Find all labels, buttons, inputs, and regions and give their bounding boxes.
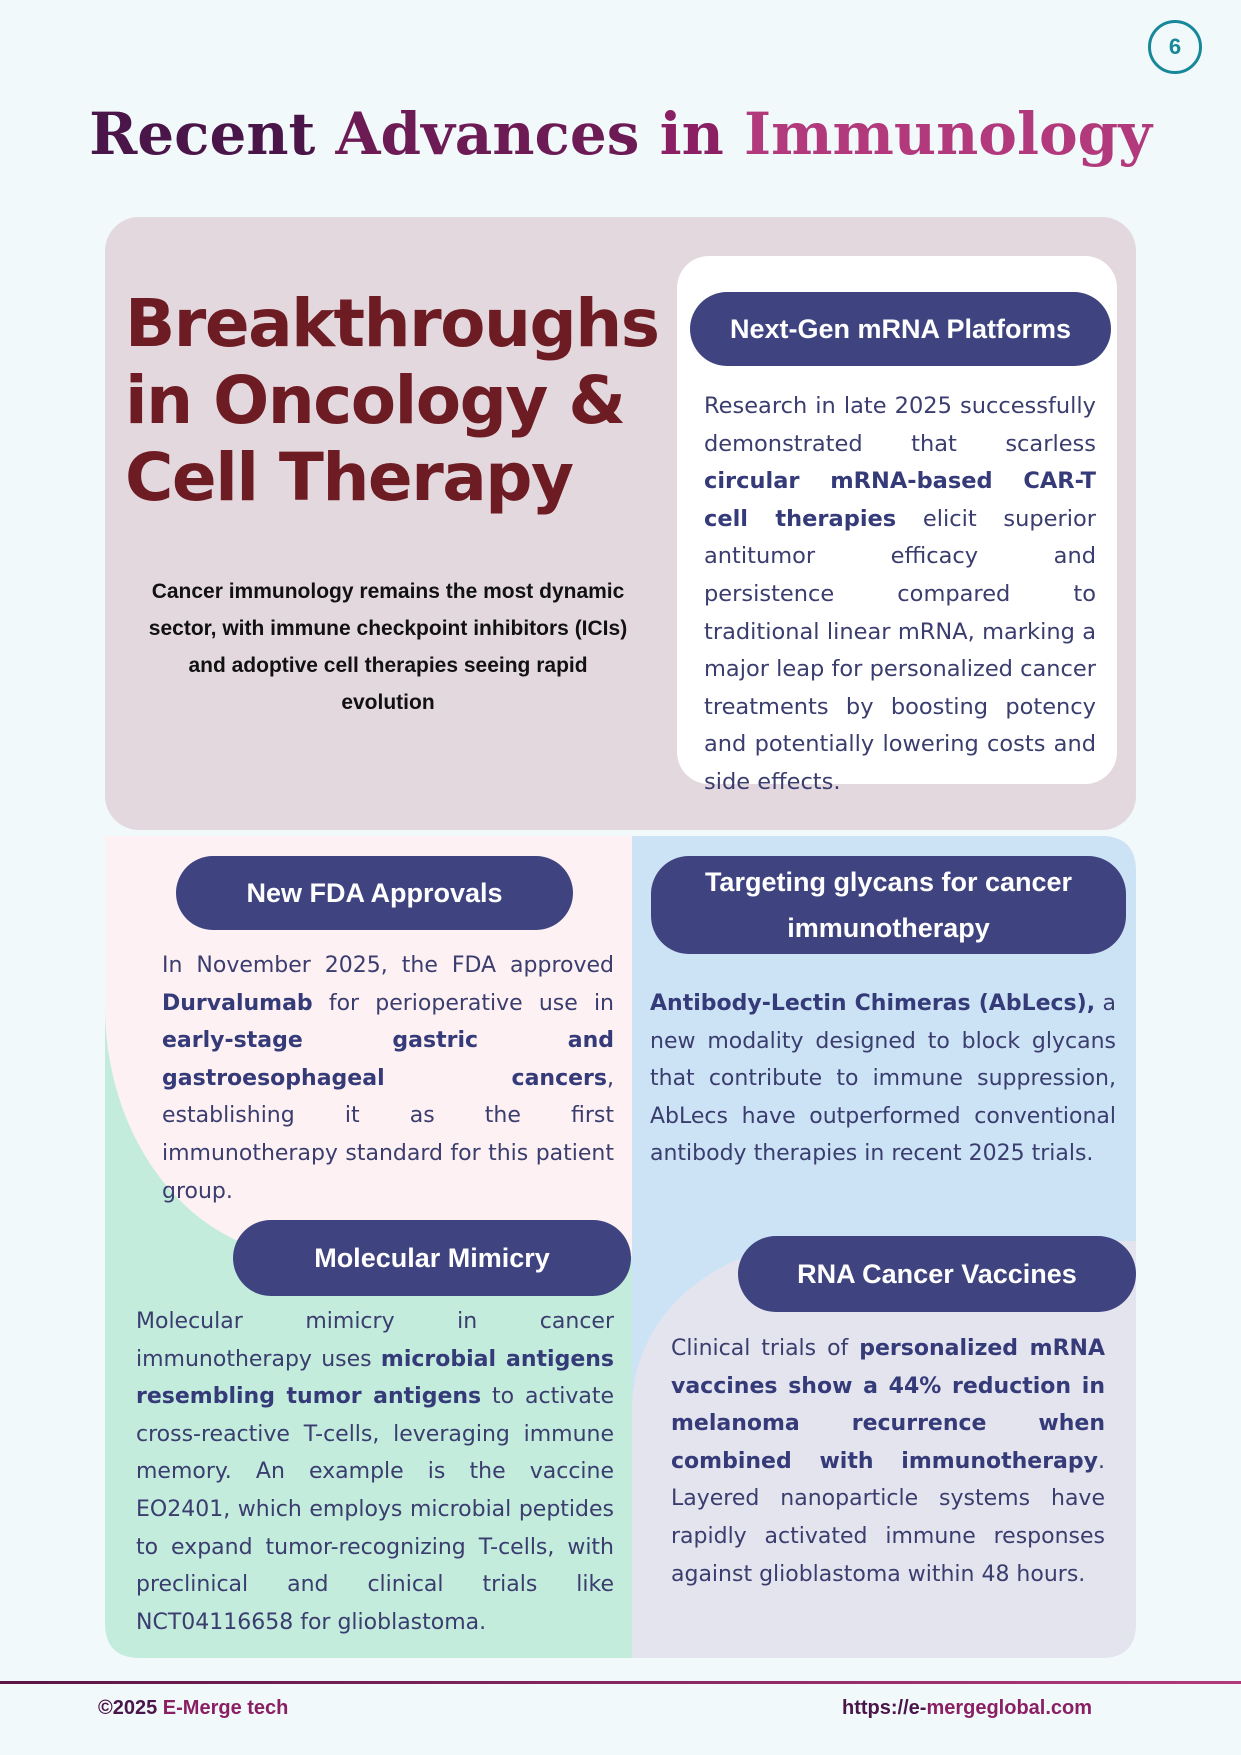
hero-heading-line-1: Breakthroughs bbox=[125, 285, 660, 362]
footer-divider bbox=[0, 1681, 1241, 1684]
fda-indication: early-stage gastric and gastroesophageal… bbox=[162, 1028, 614, 1091]
footer-copyright: ©2025 E-Merge tech bbox=[98, 1697, 288, 1720]
mrna-heading: Next-Gen mRNA Platforms bbox=[690, 292, 1111, 366]
fda-drug-name: Durvalumab bbox=[162, 990, 313, 1016]
title-word-recent: Recent bbox=[89, 100, 316, 168]
page-title: Recent Advances in Immunology bbox=[0, 100, 1241, 170]
mrna-text-part-1: Research in late 2025 successfully demon… bbox=[704, 393, 1096, 457]
glycans-highlight: Antibody-Lectin Chimeras (AbLecs), bbox=[650, 991, 1096, 1016]
hero-heading: Breakthroughs in Oncology & Cell Therapy bbox=[125, 285, 665, 516]
copyright-brand: E-Merge tech bbox=[157, 1697, 289, 1719]
fda-text-part-3: , establishing it as the first immunothe… bbox=[162, 1065, 614, 1204]
glycans-text: Antibody-Lectin Chimeras (AbLecs), a new… bbox=[650, 985, 1116, 1173]
vaccines-text: Clinical trials of personalized mRNA vac… bbox=[671, 1330, 1105, 1593]
pink-panel bbox=[105, 836, 632, 1256]
mrna-text-highlight: circular mRNA-based CAR-T cell therapies bbox=[704, 468, 1096, 532]
copyright-year: ©2025 bbox=[98, 1697, 158, 1719]
title-word-immunology: Immunology bbox=[744, 100, 1152, 168]
mrna-text-part-2: elicit superior antitumor efficacy and p… bbox=[704, 505, 1096, 795]
footer-url-part-2[interactable]: mergeglobal.com bbox=[926, 1697, 1093, 1719]
page-number: 6 bbox=[1148, 20, 1202, 74]
vaccines-text-part-1: Clinical trials of bbox=[671, 1336, 860, 1361]
footer-url[interactable]: https://e-mergeglobal.com bbox=[842, 1697, 1092, 1720]
glycans-text-part-1: a new modality designed to block glycans… bbox=[650, 991, 1116, 1167]
mimicry-text: Molecular mimicry in cancer immunotherap… bbox=[136, 1303, 614, 1641]
vaccines-heading: RNA Cancer Vaccines bbox=[738, 1236, 1136, 1312]
fda-text: In November 2025, the FDA approved Durva… bbox=[162, 947, 614, 1210]
mimicry-text-part-1: Molecular mimicry in cancer immunotherap… bbox=[136, 1309, 614, 1372]
title-word-in: in bbox=[659, 100, 724, 168]
mrna-text: Research in late 2025 successfully demon… bbox=[704, 388, 1096, 802]
fda-text-part-2: for perioperative use in bbox=[312, 990, 614, 1016]
mimicry-text-part-2: to activate cross-reactive T-cells, leve… bbox=[136, 1384, 614, 1635]
hero-heading-line-2: in Oncology & bbox=[125, 362, 626, 439]
mimicry-highlight: microbial antigens resembling tumor anti… bbox=[136, 1346, 615, 1410]
hero-heading-line-3: Cell Therapy bbox=[125, 439, 574, 516]
hero-subtext: Cancer immunology remains the most dynam… bbox=[148, 580, 628, 714]
footer-url-part-1[interactable]: https://e- bbox=[842, 1697, 927, 1719]
vaccines-highlight: personalized mRNA vaccines show a 44% re… bbox=[671, 1336, 1105, 1474]
fda-text-part-1: In November 2025, the FDA approved bbox=[162, 953, 614, 978]
vaccines-text-part-2: . Layered nanoparticle systems have rapi… bbox=[671, 1448, 1105, 1587]
glycans-heading: Targeting glycans for cancer immunothera… bbox=[651, 856, 1126, 954]
fda-heading: New FDA Approvals bbox=[176, 856, 573, 930]
title-word-advances: Advances bbox=[335, 100, 640, 168]
mimicry-heading: Molecular Mimicry bbox=[233, 1220, 631, 1296]
lavender-panel bbox=[632, 1241, 1136, 1658]
